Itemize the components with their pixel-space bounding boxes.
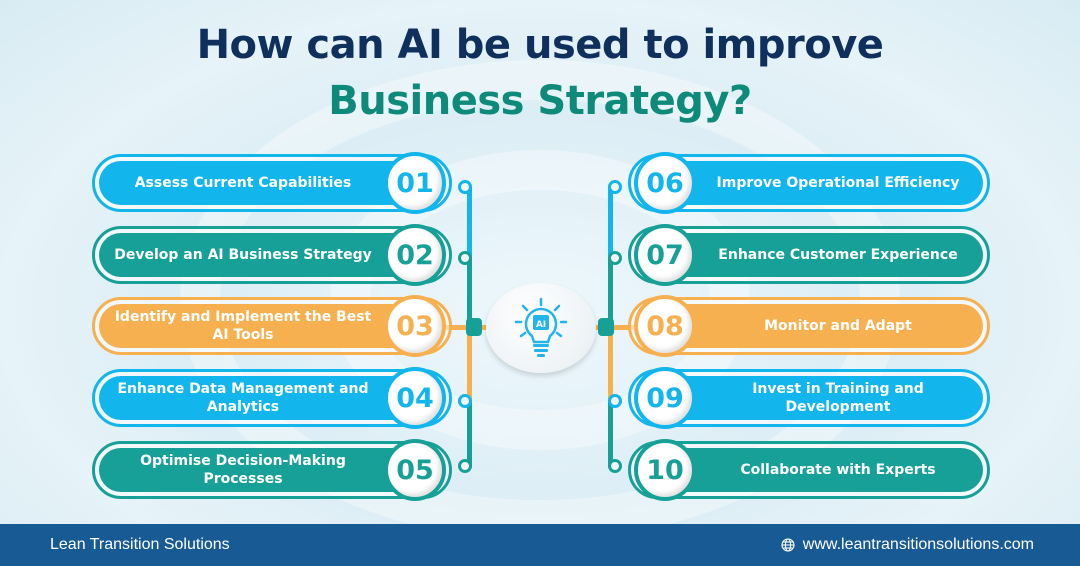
step-number: 05 xyxy=(384,439,446,501)
title-line-1: How can AI be used to improve xyxy=(196,22,884,68)
footer-website-link[interactable]: www.leantransitionsolutions.com xyxy=(781,536,1034,554)
connector-knob xyxy=(458,394,472,408)
connector-knob xyxy=(608,394,622,408)
footer-bar: Lean Transition Solutions www.leantransi… xyxy=(0,524,1080,566)
step-number: 06 xyxy=(634,152,696,214)
connector-line xyxy=(467,400,472,466)
connector-line xyxy=(608,328,613,400)
connector-line xyxy=(608,400,613,466)
connector-line xyxy=(595,325,643,330)
connector-line xyxy=(608,258,613,328)
step-label: Improve Operational Efficiency xyxy=(635,161,983,205)
connector-knob xyxy=(608,459,622,473)
connector-plug xyxy=(598,318,614,336)
ai-lightbulb-icon: AI xyxy=(514,297,568,357)
step-number: 07 xyxy=(634,224,696,286)
step-number: 04 xyxy=(384,367,446,429)
footer-company: Lean Transition Solutions xyxy=(50,536,230,553)
connector-knob xyxy=(458,251,472,265)
step-number: 01 xyxy=(384,152,446,214)
step-number: 02 xyxy=(384,224,446,286)
connector-line xyxy=(440,325,488,330)
connector-line xyxy=(467,258,472,328)
connector-plug xyxy=(466,318,482,336)
title-line-2: Business Strategy? xyxy=(328,78,752,124)
globe-icon xyxy=(781,538,795,552)
step-number: 10 xyxy=(634,439,696,501)
step-number: 08 xyxy=(634,295,696,357)
step-number: 09 xyxy=(634,367,696,429)
connector-knob xyxy=(608,180,622,194)
connector-knob xyxy=(458,180,472,194)
svg-text:AI: AI xyxy=(536,320,546,330)
center-ai-badge: AI xyxy=(486,283,596,373)
connector-knob xyxy=(608,251,622,265)
footer-website[interactable]: www.leantransitionsolutions.com xyxy=(802,536,1034,553)
connector-knob xyxy=(458,459,472,473)
step-number: 03 xyxy=(384,295,446,357)
connector-line xyxy=(467,328,472,400)
